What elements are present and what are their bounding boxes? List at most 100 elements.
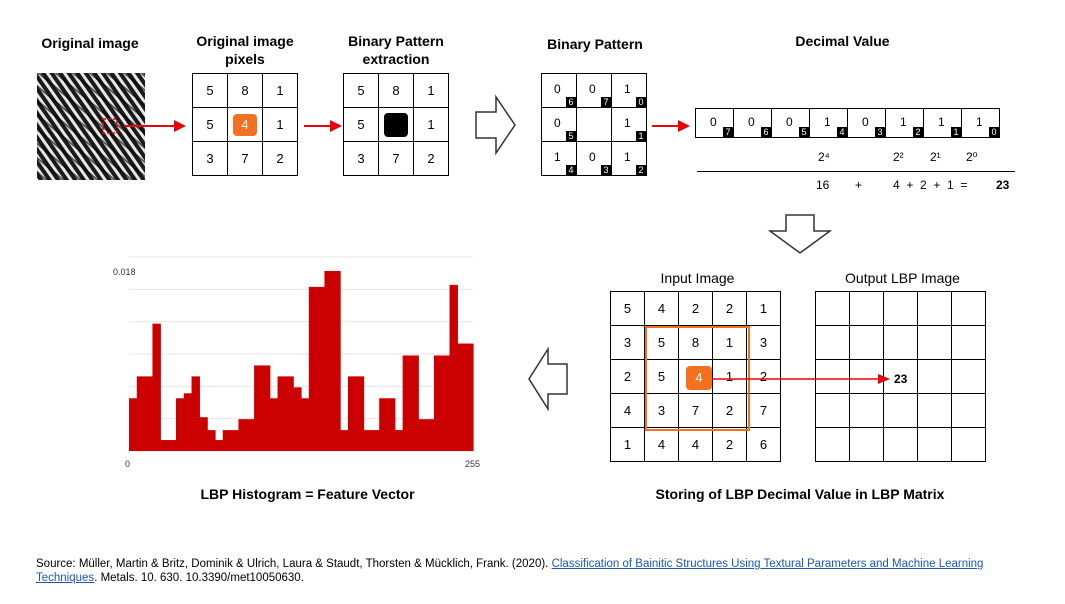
bit-value: 1 [824,115,831,129]
output-pixel-cell [951,359,986,394]
histogram-bar [449,284,458,451]
bit-value: 0 [589,82,596,96]
hollow-arrow-right-icon [475,94,516,156]
histogram-bar [301,398,310,451]
bit-index: 2 [913,127,923,137]
power-2-0: 2⁰ [966,150,978,164]
histogram-bar [433,355,443,451]
bit-value: 0 [786,115,793,129]
output-pixel-cell [883,393,918,428]
source-link[interactable]: Classification of Bainitic Structures Us… [36,558,984,584]
histogram-bar [410,355,419,451]
histogram-bar [215,440,224,451]
source-suffix: . Metals. 10. 630. 10.3390/met10050630. [94,572,304,584]
input-pixel-cell: 4 [610,393,645,428]
histogram-bar [152,323,161,451]
output-pixel-cell [951,325,986,360]
histogram-bar [426,419,435,451]
bit-index: 1 [636,131,646,141]
input-pixel-cell: 8 [678,325,713,360]
input-pixel-cell: 2 [712,427,747,462]
output-pixel-cell [951,291,986,326]
red-arrow-2 [304,120,342,132]
power-2-2: 2² [893,150,904,164]
input-pixel-cell: 3 [610,325,645,360]
output-pixel-cell [917,359,952,394]
bit-index: 5 [566,131,576,141]
input-pixel-cell: 2 [746,359,781,394]
sum-divider [697,171,1015,172]
bit-index: 3 [875,127,885,137]
output-pixel-cell [883,427,918,462]
output-pixel-cell [849,393,884,428]
pixel-cell: 5 [343,73,379,108]
bit-value: 1 [554,150,561,164]
output-pixel-cell [815,291,850,326]
output-pixel-cell [917,393,952,428]
original-image-title: Original image [41,35,139,51]
pixel-cell: 2 [262,141,298,176]
input-pixel-cell: 1 [610,427,645,462]
input-pixel-cell: 5 [644,359,679,394]
histogram-caption: LBP Histogram = Feature Vector [200,486,415,502]
hollow-arrow-down-icon [767,214,833,254]
bit-index: 1 [951,127,961,137]
output-image-grid [815,291,986,462]
bit-value: 1 [624,82,631,96]
input-image-title: Input Image [660,270,735,286]
histogram-bar [136,376,146,451]
bit-index: 0 [989,127,999,137]
histogram-bar [222,430,232,451]
input-pixel-cell: 2 [712,393,747,428]
histogram-bar [175,398,185,451]
selection-box [102,118,118,134]
histogram-bar [238,419,247,451]
bit-value: 0 [589,150,596,164]
histogram-bar [191,376,200,451]
hollow-arrow-left-icon [528,347,568,411]
histogram-bar [144,376,154,451]
sum-plus: + [855,178,863,192]
histogram-bar [379,398,388,451]
input-pixel-cell: 4 [644,291,679,326]
pixel-cell: 8 [227,73,263,108]
threshold-cell [378,107,414,142]
sum-term-16: 16 [816,178,830,192]
input-pixel-cell: 3 [644,393,679,428]
bit-index: 6 [566,97,576,107]
bit-index: 0 [636,97,646,107]
source-citation: Source: Müller, Martin & Britz, Dominik … [36,557,1036,585]
histogram-bar [316,286,326,451]
histogram-bar [199,417,208,451]
histogram-bar [355,376,365,451]
pixel-cell: 3 [192,141,228,176]
power-2-4: 2⁴ [818,150,830,164]
bit-value: 0 [748,115,755,129]
histogram-bar [277,376,286,451]
extraction-title: Binary Pattern extraction [348,33,444,67]
histogram-bar [371,430,380,451]
histogram-bar [324,270,333,451]
output-pixel-cell [815,393,850,428]
pixel-cell: 1 [262,73,298,108]
bit-value: 1 [976,115,983,129]
histogram-bar [254,365,263,451]
pixels-title: Original image pixels [196,33,294,67]
threshold-block [384,112,408,137]
pixel-cell: 3 [343,141,379,176]
histogram-bar [160,440,169,451]
bit-index: 5 [799,127,809,137]
bit-value: 0 [554,82,561,96]
input-pixel-cell: 2 [678,291,713,326]
bit-value: 1 [900,115,907,129]
